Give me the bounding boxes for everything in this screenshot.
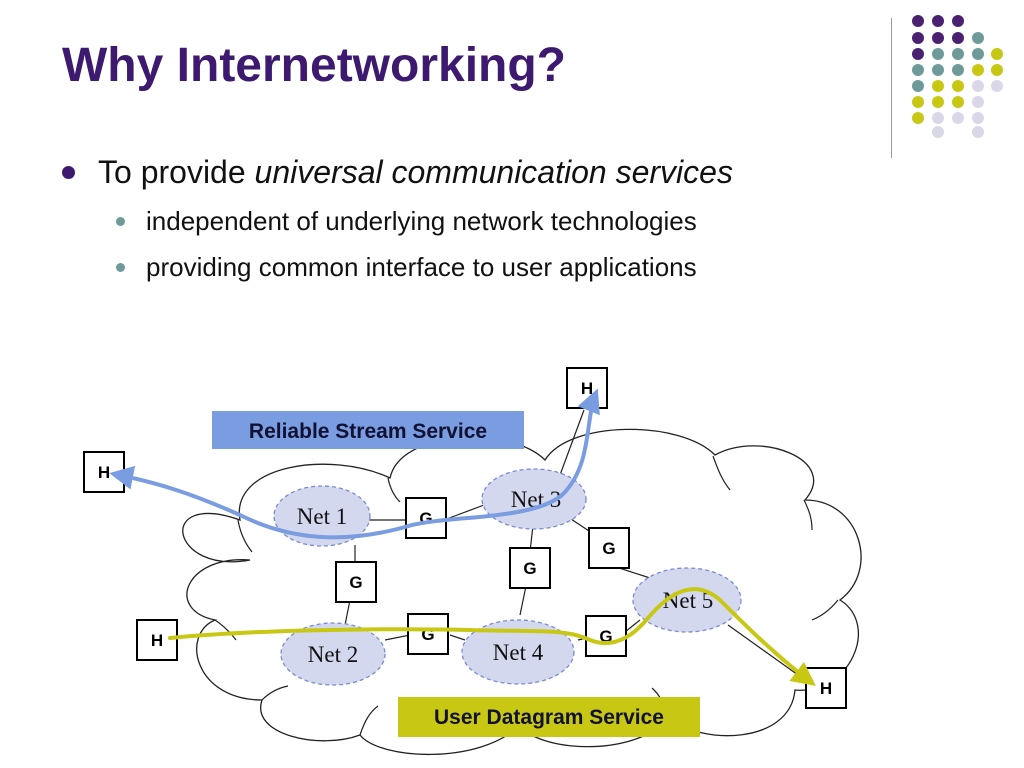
host-label: H bbox=[151, 631, 163, 650]
reliable-stream-label-text: Reliable Stream Service bbox=[249, 420, 487, 443]
gateway-label: G bbox=[349, 573, 362, 592]
main-bullet-text: To provide universal communication servi… bbox=[98, 154, 733, 190]
main-bullet-emphasis: universal communication services bbox=[254, 154, 733, 190]
net-2-cloud: Net 2 bbox=[280, 622, 386, 686]
gateway-label: G bbox=[523, 559, 536, 578]
reliable-stream-path bbox=[109, 388, 600, 540]
gateway-net4-net5: G bbox=[585, 615, 627, 657]
host-label: H bbox=[820, 679, 832, 698]
gateway-net3-net4: G bbox=[509, 547, 551, 589]
net-4-label: Net 4 bbox=[493, 640, 544, 665]
gateway-label: G bbox=[602, 539, 615, 558]
decorative-dot-grid bbox=[912, 15, 1003, 138]
host-label: H bbox=[98, 463, 110, 482]
bullet-dot bbox=[62, 166, 75, 179]
gateway-net2-net4: G bbox=[407, 613, 449, 655]
reliable-stream-label: Reliable Stream Service bbox=[212, 411, 524, 449]
slide-title: Why Internetworking? bbox=[62, 39, 566, 92]
datagram-label-text: User Datagram Service bbox=[434, 706, 664, 729]
datagram-label: User Datagram Service bbox=[398, 697, 700, 737]
host-left-bottom: H bbox=[136, 619, 178, 661]
net-2-label: Net 2 bbox=[308, 642, 358, 667]
sub-bullet-dot bbox=[116, 217, 125, 226]
sub-bullet-dot bbox=[116, 263, 125, 272]
sub-bullet-1-text: independent of underlying network techno… bbox=[146, 206, 697, 236]
gateway-net3-net5: G bbox=[588, 527, 630, 569]
host-top-right: H bbox=[566, 367, 608, 409]
host-bottom-right: H bbox=[805, 667, 847, 709]
net-1-label: Net 1 bbox=[297, 504, 347, 529]
main-bullet: To provide universal communication servi… bbox=[62, 154, 733, 191]
gateway-net1-net2: G bbox=[335, 561, 377, 603]
net-3-cloud: Net 3 bbox=[481, 468, 587, 530]
host-label: H bbox=[581, 379, 593, 398]
sub-bullet-2-text: providing common interface to user appli… bbox=[146, 252, 697, 282]
decorative-divider bbox=[891, 18, 892, 158]
main-bullet-lead: To provide bbox=[98, 154, 255, 190]
host-left-top: H bbox=[83, 451, 125, 493]
net-5-cloud: Net 5 bbox=[632, 567, 742, 633]
sub-bullet-2: providing common interface to user appli… bbox=[116, 252, 697, 283]
gateway-net1-net3: G bbox=[405, 497, 447, 539]
datagram-path bbox=[168, 587, 816, 686]
net-4-cloud: Net 4 bbox=[461, 619, 575, 685]
sub-bullet-1: independent of underlying network techno… bbox=[116, 206, 697, 237]
